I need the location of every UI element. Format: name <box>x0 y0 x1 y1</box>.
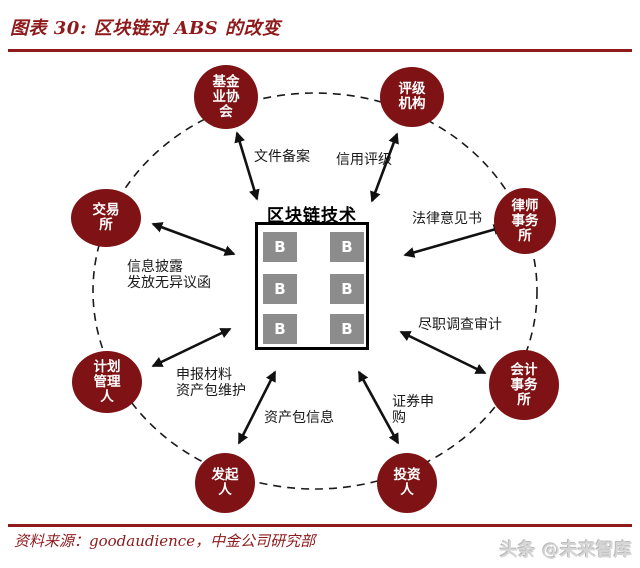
node-label-line: 投资 <box>393 467 421 483</box>
edge-credit-rating-arrow <box>370 132 399 203</box>
node-label-line: 人 <box>400 482 414 498</box>
node-label-line: 业协 <box>212 88 240 105</box>
node-investor: 投资 人 <box>377 453 437 513</box>
node-label-line: 机构 <box>398 96 426 112</box>
blockchain-block-icon: B <box>330 232 364 262</box>
node-label-line: 会计 <box>510 361 538 378</box>
title-rule <box>8 49 632 52</box>
node-label-line: 交易 <box>92 202 120 218</box>
edge-document-filing-arrow <box>234 131 260 201</box>
node-originator: 发起 人 <box>195 453 255 513</box>
blockchain-box-title: 区块链技术 <box>267 206 357 226</box>
node-label-line: 律师 <box>511 197 539 214</box>
node-label-line: 基金 <box>212 73 240 90</box>
edge-label-document-filing: 文件备案 <box>254 149 310 165</box>
blockchain-block-icon: B <box>263 274 297 304</box>
edge-label-filing-materials: 申报材料 资产包维护 <box>176 367 246 399</box>
node-label-line: 所 <box>518 227 532 244</box>
edge-securities-subscription-arrow <box>357 370 400 445</box>
node-label-line: 人 <box>218 482 232 498</box>
blockchain-block-icon: B <box>330 314 364 344</box>
node-label-line: 评级 <box>398 81 426 97</box>
blockchain-block-icon: B <box>263 314 297 344</box>
edge-asset-package-info-arrow <box>237 370 277 445</box>
node-accounting-firm: 会计 事务 所 <box>489 350 559 420</box>
node-law-firm: 律师 事务 所 <box>494 188 556 254</box>
node-label-line: 管理 <box>93 373 121 390</box>
edge-info-disclosure-arrow <box>151 222 236 256</box>
blockchain-block-icon: B <box>263 232 297 262</box>
edge-label-info-disclosure: 信息披露 发放无异议函 <box>127 259 211 291</box>
footer-rule <box>8 524 632 527</box>
node-label-line: 会 <box>219 103 233 120</box>
node-fund-association: 基金 业协 会 <box>194 65 258 129</box>
node-label-line: 事务 <box>510 376 538 393</box>
node-label-line: 事务 <box>511 212 539 229</box>
source-line: 资料来源：goodaudience，中金公司研究部 <box>14 532 316 550</box>
blockchain-block-icon: B <box>330 274 364 304</box>
node-label-line: 所 <box>517 391 531 408</box>
edge-legal-opinion-arrow <box>403 224 505 258</box>
figure-title: 图表 30: 区块链对 ABS 的改变 <box>10 18 281 39</box>
edge-label-securities-subscription: 证券申 购 <box>392 394 434 426</box>
node-label-line: 计划 <box>93 358 121 375</box>
edge-label-asset-package-info: 资产包信息 <box>264 410 334 426</box>
node-plan-manager: 计划 管理 人 <box>72 351 142 413</box>
node-label-line: 人 <box>100 388 114 405</box>
node-label-line: 发起 <box>211 467 239 483</box>
watermark-toutiao: 头条 @未来智库 <box>499 540 632 561</box>
node-rating-agency: 评级 机构 <box>380 67 444 127</box>
network-dashed-ellipse <box>92 92 538 490</box>
edge-label-legal-opinion: 法律意见书 <box>412 211 482 227</box>
node-exchange: 交易 所 <box>71 189 141 247</box>
edge-label-due-diligence-audit: 尽职调查审计 <box>418 317 502 333</box>
node-label-line: 所 <box>99 217 113 233</box>
edge-filing-materials-arrow <box>151 327 232 368</box>
edge-due-diligence-arrow <box>399 330 487 375</box>
edge-label-credit-rating: 信用评级 <box>336 152 392 168</box>
